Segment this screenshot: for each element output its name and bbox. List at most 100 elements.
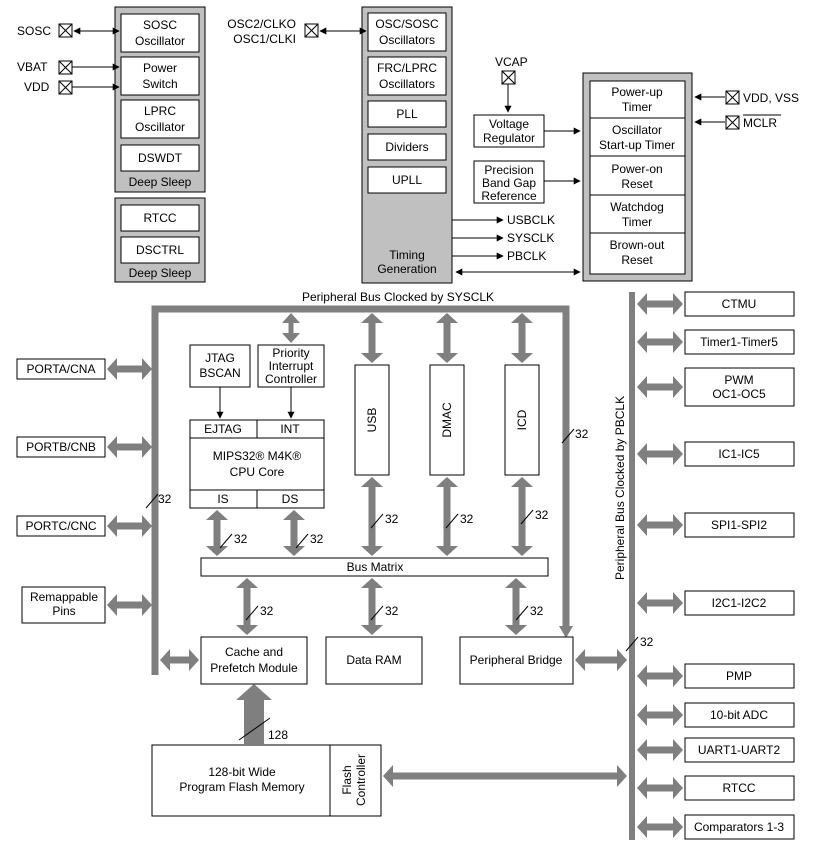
bandgap-l2: Band Gap <box>482 176 536 190</box>
peripheral-arrow <box>637 592 683 614</box>
bridge-pbus-arrow <box>575 649 627 671</box>
w128-label: 128 <box>268 728 288 742</box>
mclr-label: MCLR <box>743 116 777 130</box>
ports-group: PORTA/CNAPORTB/CNBPORTC/CNCRemappablePin… <box>16 358 152 624</box>
data-ram-block <box>325 636 423 685</box>
peripheral-block <box>684 814 795 840</box>
icd-matrix-arrow <box>511 477 533 556</box>
upll-label: UPLL <box>392 173 422 187</box>
usbclk-label: USBCLK <box>507 213 555 227</box>
power-arrows <box>544 127 581 185</box>
vdd-vss-label: VDD, VSS <box>743 91 799 105</box>
cpu-l1: MIPS32® M4K® <box>213 449 302 463</box>
osc-pin-icon <box>304 23 367 38</box>
bus-matrix-block <box>200 557 549 577</box>
peripheral-bridge-block <box>459 636 574 685</box>
peripheral-block <box>684 590 795 616</box>
icd-bus-arrow <box>511 313 533 363</box>
peripheral-label: PMP <box>726 669 752 683</box>
peripheral-arrow <box>637 777 683 799</box>
deep-sleep-label-2: Deep Sleep <box>129 266 192 280</box>
width-32-label: 32 <box>575 427 589 441</box>
bridge-matrix-arrow <box>505 578 527 635</box>
bor-l1: Brown-out <box>610 238 665 252</box>
port-block <box>16 515 106 537</box>
dividers-label: Dividers <box>385 140 428 154</box>
reset-pins <box>694 90 740 130</box>
port-arrow <box>107 358 152 380</box>
jtag-l1: JTAG <box>205 351 235 365</box>
wdt-l2: Timer <box>622 215 652 229</box>
frc-lprc-block <box>367 56 447 96</box>
flash-l2: Program Flash Memory <box>179 780 304 794</box>
pll-label: PLL <box>396 107 418 121</box>
dsctrl-block <box>120 236 200 264</box>
vreg-l1: Voltage <box>489 117 529 131</box>
bandgap-block <box>473 160 545 204</box>
powerup-l2: Timer <box>622 100 652 114</box>
peripherals-group: CTMUTimer1-Timer5PWMOC1-OC5IC1-IC5SPI1-S… <box>637 291 795 840</box>
usb-block <box>354 364 390 476</box>
peripheral-block <box>684 737 795 763</box>
width-mark <box>238 717 271 741</box>
pbclk-bus-title: Peripheral Bus Clocked by PBCLK <box>613 396 627 580</box>
flash-bus <box>244 697 264 745</box>
vreg-l2: Regulator <box>483 131 535 145</box>
peripheral-block <box>684 329 795 355</box>
frc-lprc-l1: FRC/LPRC <box>377 61 437 75</box>
peripheral-block <box>684 663 795 689</box>
deep-sleep-group-1: SOSC Oscillator Power Switch LPRC Oscill… <box>114 6 206 193</box>
dsctrl-label: DSCTRL <box>136 243 184 257</box>
port-arrow <box>107 436 152 458</box>
is-label: IS <box>217 492 228 506</box>
sysclk-bus <box>151 305 570 675</box>
width-32-label: 32 <box>640 635 654 649</box>
ost-l2: Start-up Timer <box>599 138 675 152</box>
upll-block <box>367 166 447 194</box>
peripheral-arrow <box>637 331 683 353</box>
pbclk-bus <box>629 292 635 840</box>
peripheral-label: 10-bit ADC <box>710 708 768 722</box>
cache-l1: Cache and <box>225 645 283 659</box>
width-32-label: 32 <box>535 508 549 522</box>
vdd-pin-label: VDD <box>24 80 50 94</box>
pin-icon <box>58 23 73 38</box>
port-arrow <box>107 515 152 537</box>
peripheral-block <box>684 512 795 538</box>
jtag-l2: BSCAN <box>199 366 240 380</box>
sosc-oscillator-block <box>120 13 200 53</box>
vcap-pin-icon <box>501 70 516 113</box>
pic-bus-arrow <box>282 313 300 343</box>
left-pins <box>58 23 120 95</box>
dswdt-label: DSWDT <box>138 151 183 165</box>
peripheral-block <box>684 441 795 467</box>
power-switch-block <box>120 56 200 96</box>
width-32-label: 32 <box>260 604 274 618</box>
cache-matrix-arrow <box>236 578 258 635</box>
pll-block <box>367 100 447 128</box>
frc-lprc-l2: Oscillators <box>379 77 435 91</box>
peripheral-arrow <box>637 376 683 398</box>
ds-label: DS <box>282 492 299 506</box>
cache-bus-arrow <box>160 649 199 671</box>
int-label: INT <box>280 422 300 436</box>
rtcc-ds-block <box>120 204 200 232</box>
rtcc-ds-label: RTCC <box>143 211 176 225</box>
bus-connectors <box>160 313 627 787</box>
vbat-pin-label: VBAT <box>17 60 48 74</box>
power-switch-l1: Power <box>143 61 177 75</box>
timing-gen-l1: Timing <box>389 248 425 262</box>
port-block <box>16 358 106 380</box>
lprc-oscillator-block <box>120 99 200 139</box>
clock-outputs <box>452 216 581 276</box>
reset-group: Power-up Timer Oscillator Start-up Timer… <box>582 72 693 282</box>
ost-l1: Oscillator <box>612 123 662 137</box>
port-block <box>16 436 106 458</box>
power-switch-l2: Switch <box>142 77 177 91</box>
peripheral-label: OC1-OC5 <box>712 387 766 401</box>
lprc-l2: Oscillator <box>135 120 185 134</box>
width-32-label: 32 <box>385 604 399 618</box>
flash-ctrl-l1: Flash <box>340 765 354 794</box>
port-label: PORTB/CNB <box>26 440 96 454</box>
